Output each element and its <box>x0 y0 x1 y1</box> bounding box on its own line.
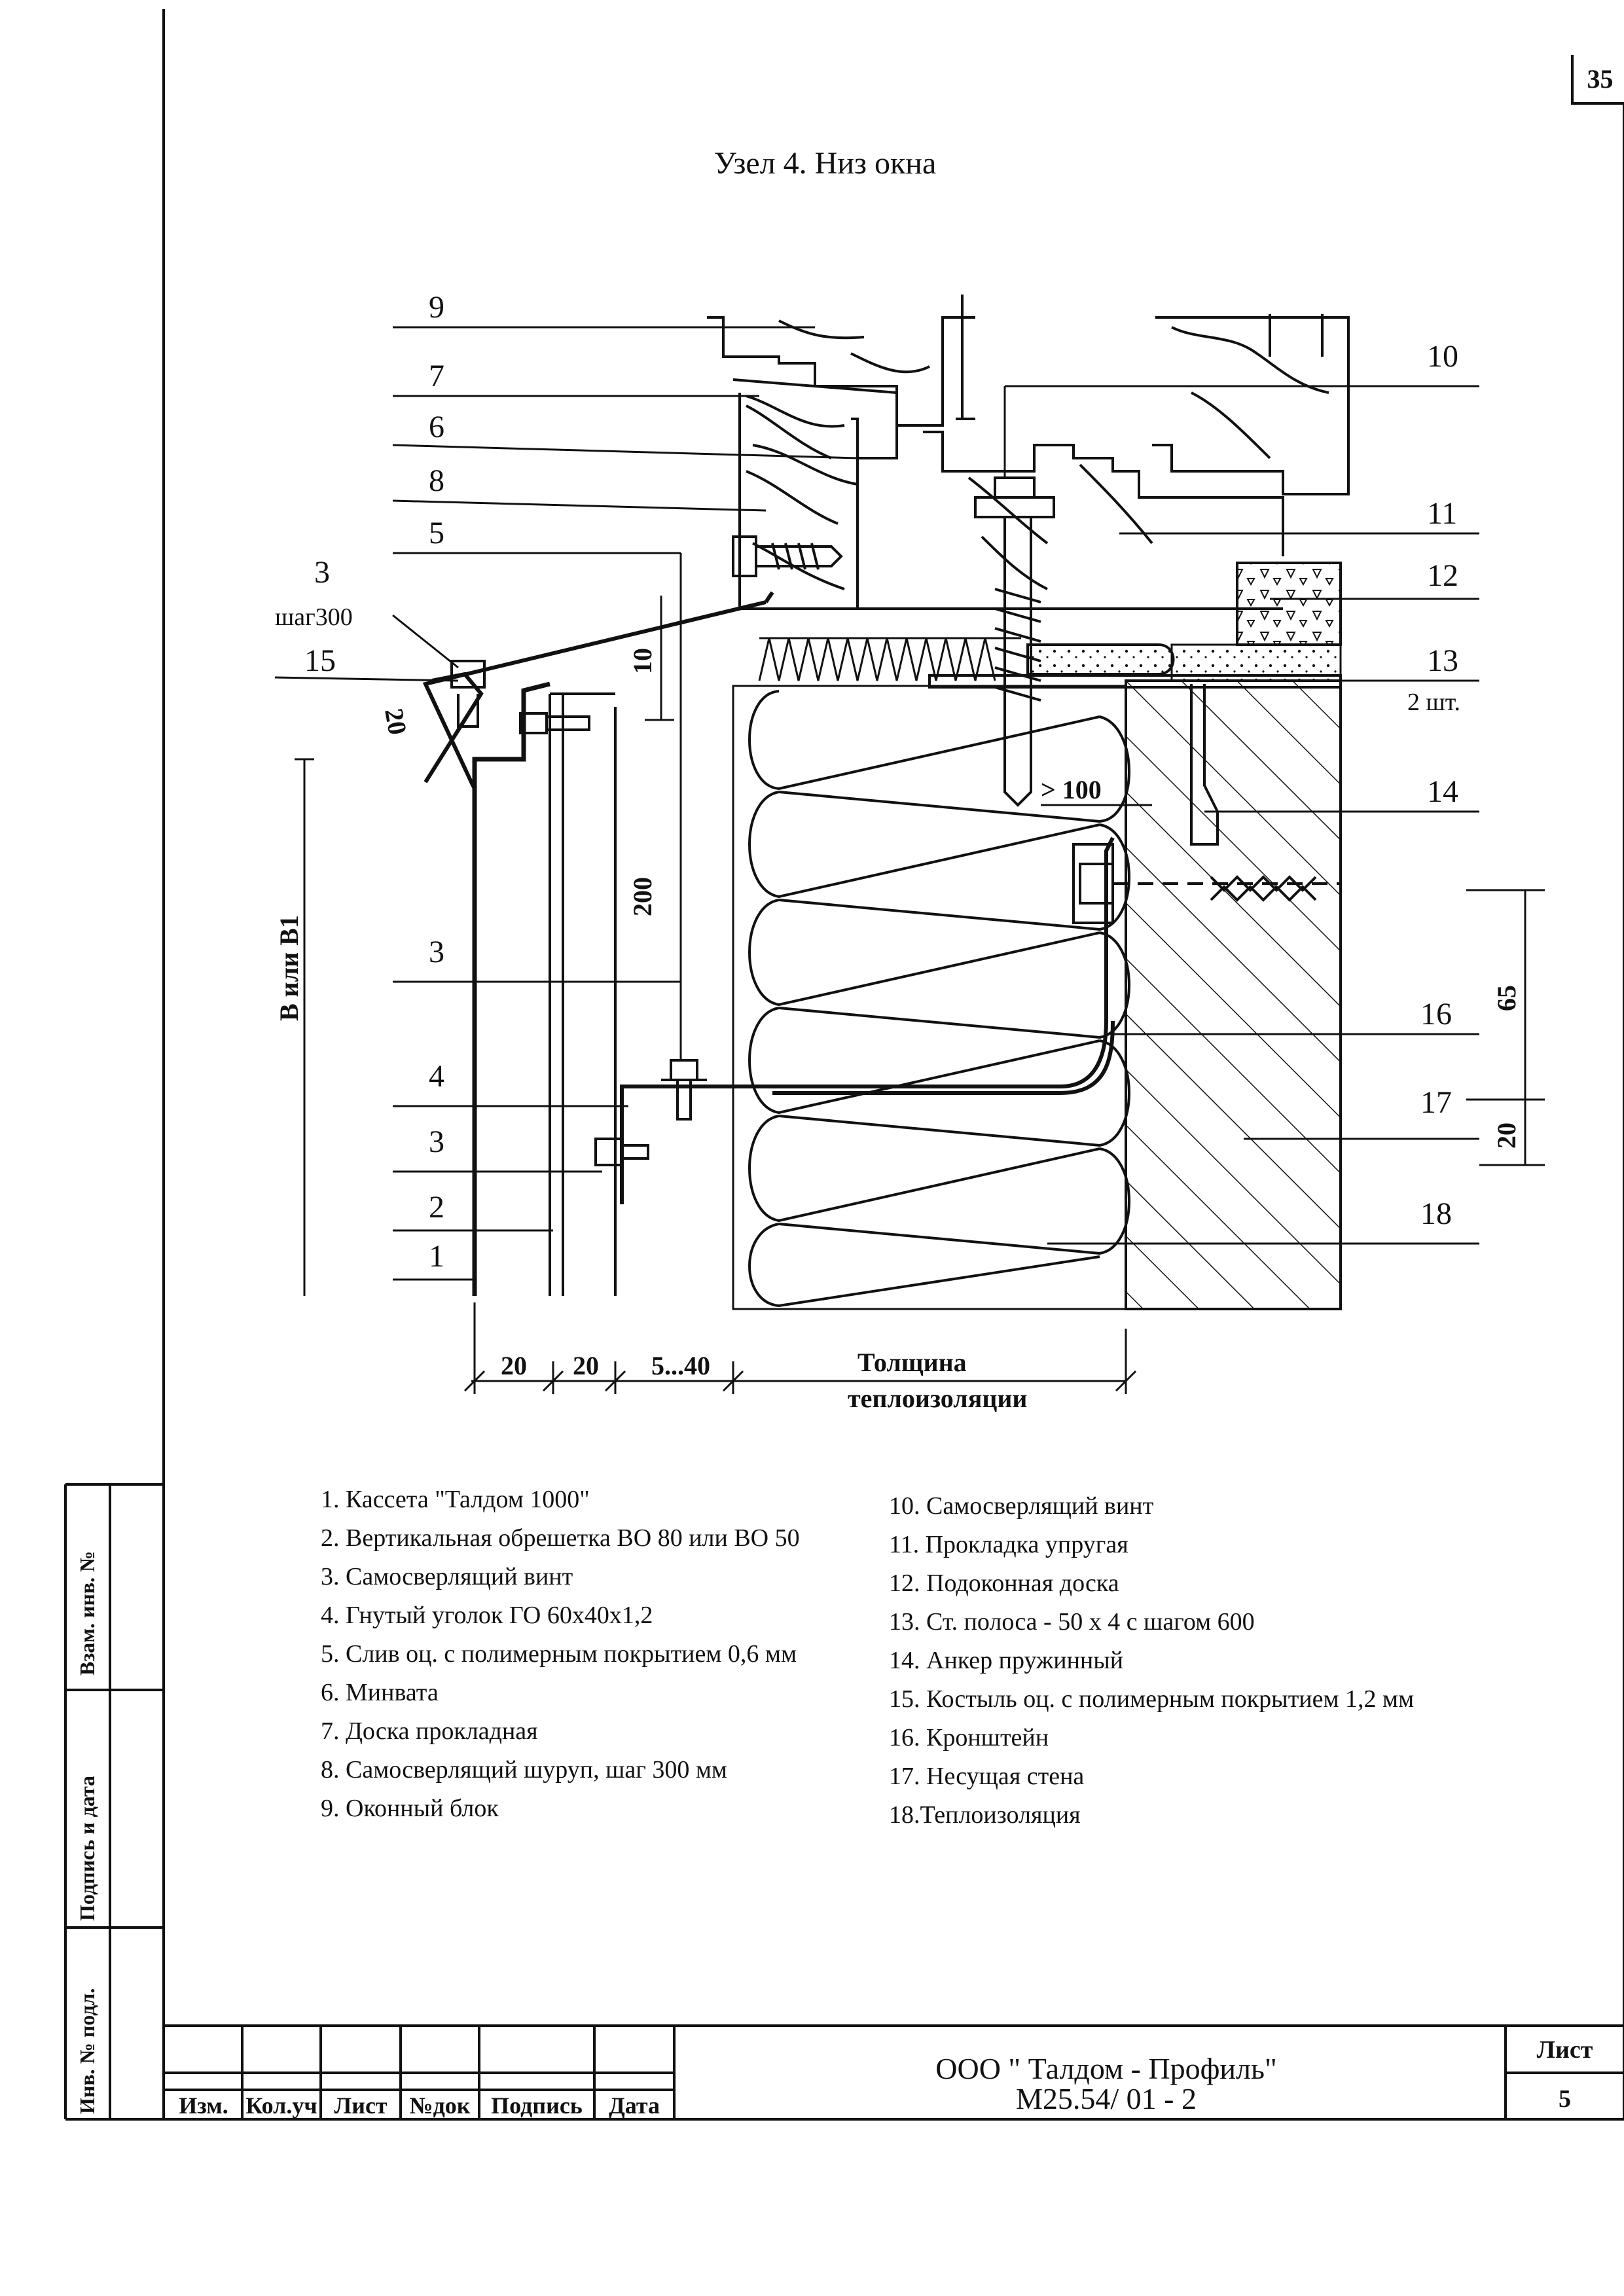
legend-item-9: 9. Оконный блок <box>321 1795 499 1822</box>
dim-65: 65 <box>1492 985 1521 1011</box>
stamp-inv: Инв. № подл. <box>75 1988 99 2114</box>
callout-6: 6 <box>429 410 444 444</box>
dim-bottom-5-40: 5...40 <box>651 1351 710 1380</box>
tb-ndok: №док <box>409 2092 471 2119</box>
window-block <box>707 295 1350 590</box>
sheet-number: 35 <box>1571 55 1624 105</box>
bracket-16 <box>1072 843 1341 924</box>
legend-item-7: 7. Доска прокладная <box>321 1717 538 1745</box>
callout-14: 14 <box>1427 774 1458 809</box>
legend-item-15: 15. Костыль оц. с полимерным покрытием 1… <box>889 1685 1415 1713</box>
callout-4: 4 <box>429 1059 444 1094</box>
callout-3c: 3 <box>429 1124 444 1159</box>
callout-8: 8 <box>429 463 444 498</box>
dim-insulation-2: теплоизоляции <box>848 1384 1027 1413</box>
dim-20-right: 20 <box>1492 1122 1521 1149</box>
tb-podpis: Подпись <box>491 2092 583 2119</box>
callout-9: 9 <box>429 290 444 325</box>
callout-3b: 3 <box>429 935 444 969</box>
callouts: 9 7 6 8 5 3 шаг300 15 3 4 3 2 1 10 11 12… <box>275 290 1460 1274</box>
dim-bottom-20b: 20 <box>573 1351 599 1380</box>
steel-strip <box>928 674 1342 846</box>
company-block: ООО " Талдом - Профиль" М25.54/ 01 - 2 <box>674 2054 1538 2114</box>
bent-angle <box>620 836 1115 1204</box>
stamp-vzam: Взам. инв. № <box>75 1551 99 1676</box>
callout-3a: 3 <box>314 555 330 590</box>
dimension-lines <box>295 596 1545 1394</box>
spacer-board <box>738 393 1283 610</box>
dim-10: 10 <box>628 648 657 674</box>
callout-17: 17 <box>1420 1085 1452 1120</box>
stamp-podpis: Подпись и дата <box>75 1775 99 1921</box>
dim-200: 200 <box>628 877 657 916</box>
leader-lines <box>274 326 1479 1281</box>
screw-10 <box>974 476 1055 807</box>
callout-18: 18 <box>1420 1196 1452 1231</box>
callout-2: 2 <box>429 1190 444 1225</box>
callout-10: 10 <box>1427 339 1458 374</box>
vertical-lathing <box>549 692 617 1296</box>
document-code: М25.54/ 01 - 2 <box>1016 2082 1197 2115</box>
tb-koluch: Кол.уч <box>245 2092 317 2119</box>
dim-b-or-b1: В или В1 <box>274 915 304 1021</box>
legend-item-18: 18.Теплоизоляция <box>889 1801 1081 1829</box>
cassette <box>472 681 550 1296</box>
legend-item-8: 8. Самосверлящий шуруп, шаг 300 мм <box>321 1756 727 1784</box>
side-stamp-frame <box>64 1483 164 2119</box>
callout-1: 1 <box>429 1239 444 1274</box>
tb-data: Дата <box>609 2092 660 2119</box>
dimension-texts: 10 20 200 > 100 65 20 В или В1 20 20 5..… <box>274 648 1521 1413</box>
dim-insulation-1: Толщина <box>857 1348 967 1377</box>
callout-5: 5 <box>429 516 444 550</box>
callout-15: 15 <box>304 643 336 678</box>
legend-left: 1. Кассета "Талдом 1000" 2. Вертикальная… <box>321 1480 800 1828</box>
window-sill-board <box>1170 562 1342 682</box>
legend-item-13: 13. Ст. полоса - 50 х 4 с шагом 600 <box>889 1608 1255 1636</box>
legend-item-12: 12. Подоконная доска <box>889 1570 1119 1597</box>
screw-8 <box>732 535 843 577</box>
legend-item-17: 17. Несущая стена <box>889 1763 1085 1790</box>
elastic-gasket <box>1026 643 1175 675</box>
legend-item-6: 6. Минвата <box>321 1679 439 1706</box>
title-block-frame <box>164 2024 1624 2119</box>
callout-12: 12 <box>1427 558 1458 593</box>
tb-sheet-label: Лист <box>1536 2036 1593 2064</box>
mineral-wool <box>758 637 1021 681</box>
legend-item-2: 2. Вертикальная обрешетка ВО 80 или ВО 5… <box>321 1524 800 1552</box>
tb-sheet-value: 5 <box>1559 2085 1571 2113</box>
legend-item-1: 1. Кассета "Талдом 1000" <box>321 1486 590 1513</box>
legend-item-4: 4. Гнутый уголок ГО 60х40х1,2 <box>321 1602 653 1629</box>
dim-bottom-20a: 20 <box>501 1351 527 1380</box>
legend-item-11: 11. Прокладка упругая <box>889 1531 1128 1558</box>
tb-izm: Изм. <box>179 2092 228 2119</box>
drawing-title: Узел 4. Низ окна <box>713 146 937 181</box>
legend-item-5: 5. Слив оц. с полимерным покрытием 0,6 м… <box>321 1640 797 1668</box>
callout-13: 13 <box>1427 643 1458 678</box>
callout-16: 16 <box>1420 997 1452 1031</box>
legend-item-16: 16. Кронштейн <box>889 1724 1049 1751</box>
tb-list: Лист <box>334 2092 388 2119</box>
fasteners-bottom <box>594 1059 707 1166</box>
callout-7: 7 <box>429 359 444 393</box>
company-name: ООО " Талдом - Профиль" <box>935 2052 1277 2085</box>
legend-item-14: 14. Анкер пружинный <box>889 1647 1124 1674</box>
step-300: шаг300 <box>275 603 353 631</box>
callout-11: 11 <box>1427 496 1457 531</box>
dim-20-slope: 20 <box>379 706 412 737</box>
crutch-15 <box>424 660 486 783</box>
load-bearing-wall <box>1125 679 1342 1310</box>
page-frame <box>65 9 1624 2121</box>
pcs-2: 2 шт. <box>1407 689 1460 716</box>
legend-item-3: 3. Самосверлящий винт <box>321 1563 573 1590</box>
legend-right: 10. Самосверлящий винт 11. Прокладка упр… <box>889 1487 1414 1835</box>
legend-item-10: 10. Самосверлящий винт <box>889 1492 1154 1520</box>
fastener-top <box>519 712 590 734</box>
dim-gt100: > 100 <box>1041 775 1102 804</box>
